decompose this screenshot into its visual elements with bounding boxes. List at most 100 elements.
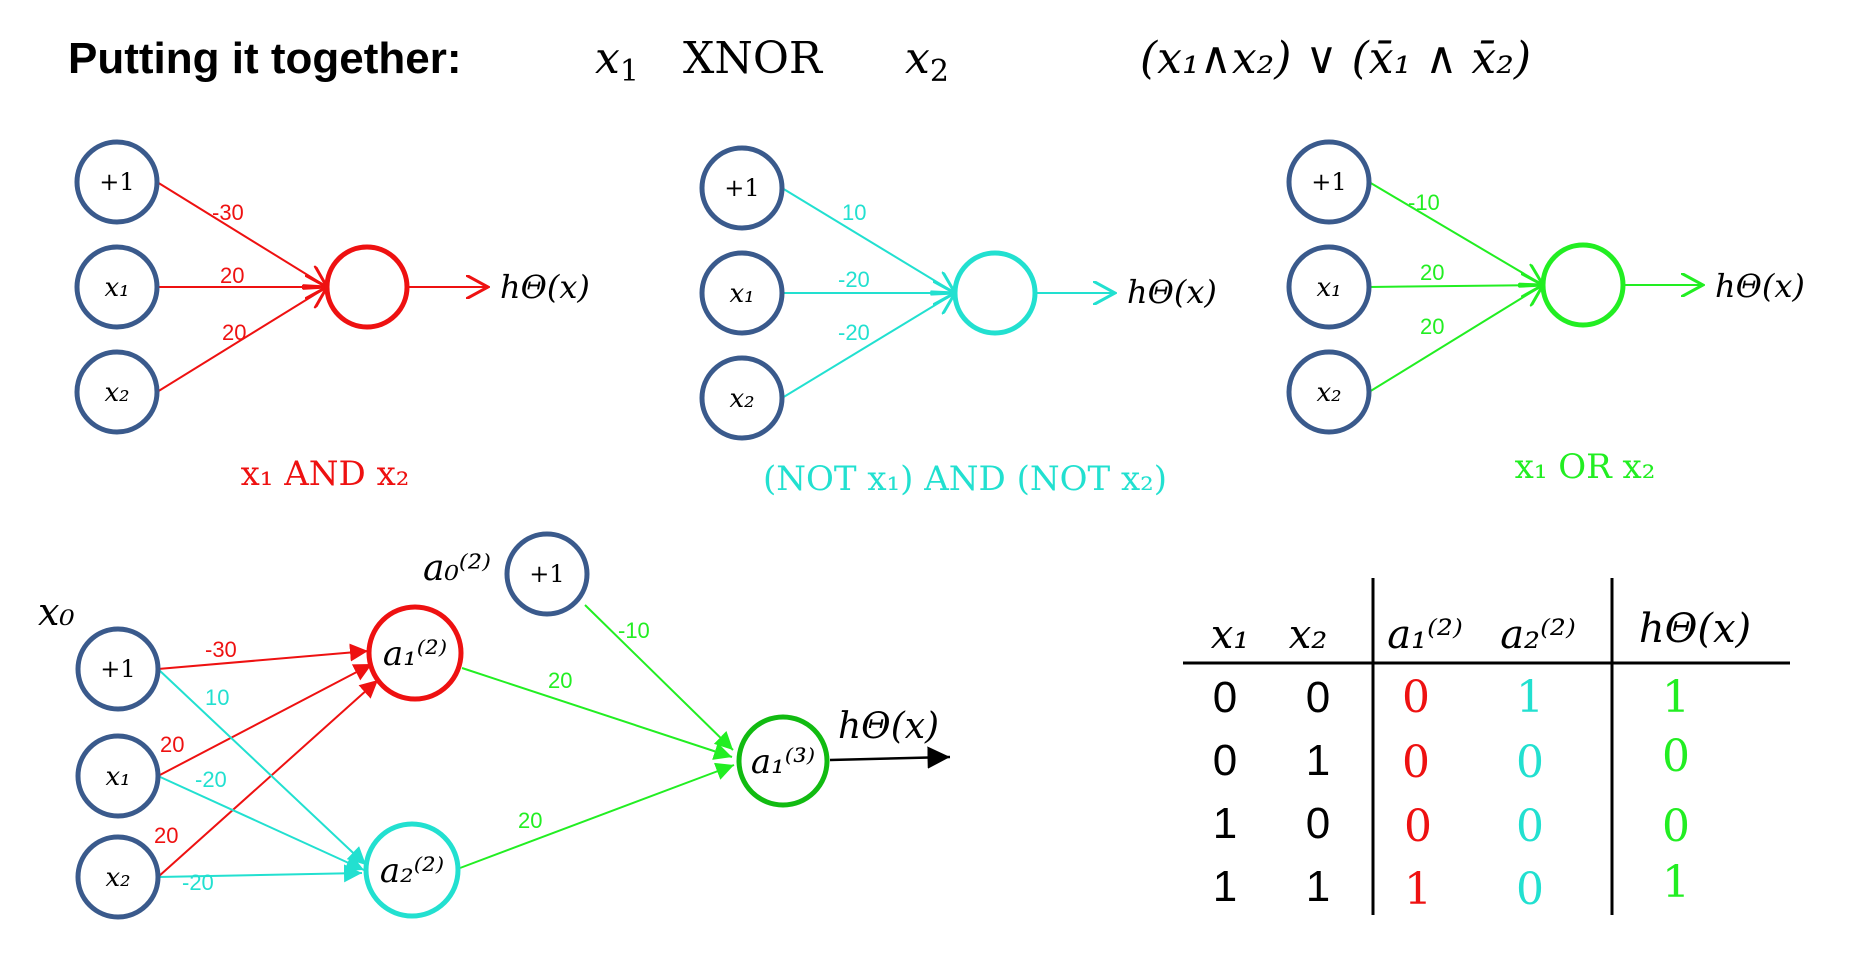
table-cell: 0 bbox=[1516, 737, 1544, 788]
input-node-x2 bbox=[75, 834, 161, 920]
node-label: x₁ bbox=[1316, 273, 1341, 303]
input-node-x2 bbox=[1286, 349, 1372, 435]
network-and: -30 20 20 +1 x₁ x₂ hΘ(x) x₁ AND x₂ bbox=[74, 139, 590, 494]
table-cell: 0 bbox=[1516, 864, 1544, 915]
table-cell: 0 bbox=[1306, 799, 1330, 848]
input-node-bias bbox=[74, 139, 160, 225]
edge-x2-a2 bbox=[157, 864, 363, 883]
edge-a0-a3 bbox=[584, 604, 734, 751]
title-label: Putting it together: bbox=[68, 34, 462, 83]
table-cell: 0 bbox=[1213, 736, 1237, 785]
weight-label: 20 bbox=[518, 808, 542, 833]
table-cell: 0 bbox=[1213, 673, 1237, 722]
edge-nor-x2 bbox=[781, 293, 955, 399]
edge-or-x1 bbox=[1368, 285, 1543, 287]
table-cell: 1 bbox=[1404, 864, 1432, 915]
output-node bbox=[952, 250, 1038, 336]
table-row: 1 0 0 0 0 bbox=[1213, 799, 1690, 852]
edge-bias-a1 bbox=[157, 643, 369, 670]
node-label: x₂ bbox=[105, 863, 130, 893]
node-label: x₁ bbox=[105, 762, 130, 792]
node-label: a₂⁽²⁾ bbox=[380, 851, 444, 891]
table-row: 1 1 1 0 1 bbox=[1213, 857, 1690, 915]
edge-a1-a3 bbox=[461, 667, 733, 760]
edge-or-bias bbox=[1368, 181, 1543, 285]
weight-label: -10 bbox=[1408, 190, 1440, 215]
edge-and-bias bbox=[156, 181, 327, 287]
slide-title: Putting it together: x1 XNOR x2 (x₁∧x₂) … bbox=[68, 33, 1531, 89]
input-node-x1 bbox=[75, 733, 161, 819]
node-label: x₁ bbox=[104, 273, 129, 303]
table-header: x₁ x₂ a₁⁽²⁾ a₂⁽²⁾ hΘ(x) bbox=[1211, 606, 1751, 658]
edge-and-x2 bbox=[156, 287, 327, 393]
weight-label: 10 bbox=[205, 685, 229, 710]
table-cell: 1 bbox=[1516, 672, 1544, 723]
a0-label: a₀⁽²⁾ bbox=[423, 548, 491, 589]
input-node-x1 bbox=[74, 244, 160, 330]
node-label: +1 bbox=[100, 655, 135, 683]
title-op: XNOR bbox=[683, 33, 824, 84]
table-cell: 0 bbox=[1404, 801, 1432, 852]
table-cell: 1 bbox=[1213, 862, 1237, 911]
weight-label: -20 bbox=[838, 320, 870, 345]
node-label: a₁⁽³⁾ bbox=[751, 742, 815, 782]
table-header-cell: a₂⁽²⁾ bbox=[1500, 612, 1576, 658]
node-label: a₁⁽²⁾ bbox=[383, 634, 447, 674]
output-node bbox=[1540, 242, 1626, 328]
weight-label: -20 bbox=[195, 767, 227, 792]
output-label: hΘ(x) bbox=[1715, 267, 1805, 305]
weight-label: 10 bbox=[842, 200, 866, 225]
table-row: 0 1 0 0 0 bbox=[1213, 731, 1690, 788]
title-x2: x2 bbox=[905, 33, 949, 89]
network-or: -10 20 20 +1 x₁ x₂ hΘ(x) x₁ OR x₂ bbox=[1286, 139, 1805, 487]
input-node-x1 bbox=[699, 250, 785, 336]
table-cell: 1 bbox=[1213, 799, 1237, 848]
output-label: hΘ(x) bbox=[1127, 273, 1217, 311]
node-label: x₂ bbox=[729, 384, 754, 414]
output-label: hΘ(x) bbox=[838, 706, 939, 747]
weight-label: 20 bbox=[1420, 260, 1444, 285]
table-cell: 0 bbox=[1662, 801, 1690, 852]
weight-label: 20 bbox=[160, 732, 184, 757]
table-header-cell: x₂ bbox=[1289, 612, 1328, 658]
hidden-node-a1 bbox=[366, 604, 464, 702]
network-nor: 10 -20 -20 +1 x₁ x₂ hΘ(x) (NOT x₁) AND (… bbox=[699, 145, 1217, 499]
weight-label: 20 bbox=[220, 263, 244, 288]
weight-label: -10 bbox=[618, 618, 650, 643]
edge-x2-a1 bbox=[157, 679, 379, 878]
input-node-x2 bbox=[74, 349, 160, 435]
node-label: x₁ bbox=[729, 279, 754, 309]
network-xnor: -30 20 20 10 -20 -20 -10 20 20 x₀ +1 x₁ … bbox=[38, 531, 951, 920]
title-x1: x1 bbox=[595, 33, 639, 89]
edge-bias-a2 bbox=[157, 668, 367, 866]
table-cell: 0 bbox=[1306, 673, 1330, 722]
table-cell: 1 bbox=[1662, 672, 1690, 723]
edge-a2-a3 bbox=[459, 762, 735, 869]
input-node-x2 bbox=[699, 355, 785, 441]
weight-label: -20 bbox=[838, 267, 870, 292]
edge-x1-a2 bbox=[157, 775, 365, 871]
network-caption: x₁ AND x₂ bbox=[241, 454, 410, 494]
edge-a3-output bbox=[829, 746, 951, 769]
table-cell: 1 bbox=[1306, 862, 1330, 911]
weight-label: 20 bbox=[1420, 314, 1444, 339]
table-row: 0 0 0 1 1 bbox=[1213, 672, 1690, 723]
weight-label: 20 bbox=[154, 823, 178, 848]
weight-label: 20 bbox=[222, 320, 246, 345]
network-caption: x₁ OR x₂ bbox=[1515, 447, 1656, 487]
weight-label: -30 bbox=[205, 637, 237, 662]
node-label: x₂ bbox=[104, 378, 129, 408]
weight-label: -20 bbox=[182, 870, 214, 895]
hidden-bias-node bbox=[504, 531, 590, 617]
edge-or-x2 bbox=[1368, 285, 1543, 393]
output-node bbox=[324, 244, 410, 330]
input-node-x1 bbox=[1286, 244, 1372, 330]
hidden-node-a2 bbox=[363, 821, 461, 919]
edge-nor-bias bbox=[781, 187, 955, 293]
table-cell: 0 bbox=[1662, 731, 1690, 782]
network-caption: (NOT x₁) AND (NOT x₂) bbox=[763, 459, 1167, 499]
table-header-cell: a₁⁽²⁾ bbox=[1387, 612, 1463, 658]
node-label: +1 bbox=[1311, 168, 1346, 196]
title-formula: (x₁∧x₂) ∨ (x̄₁ ∧ x̄₂) bbox=[1140, 33, 1531, 84]
